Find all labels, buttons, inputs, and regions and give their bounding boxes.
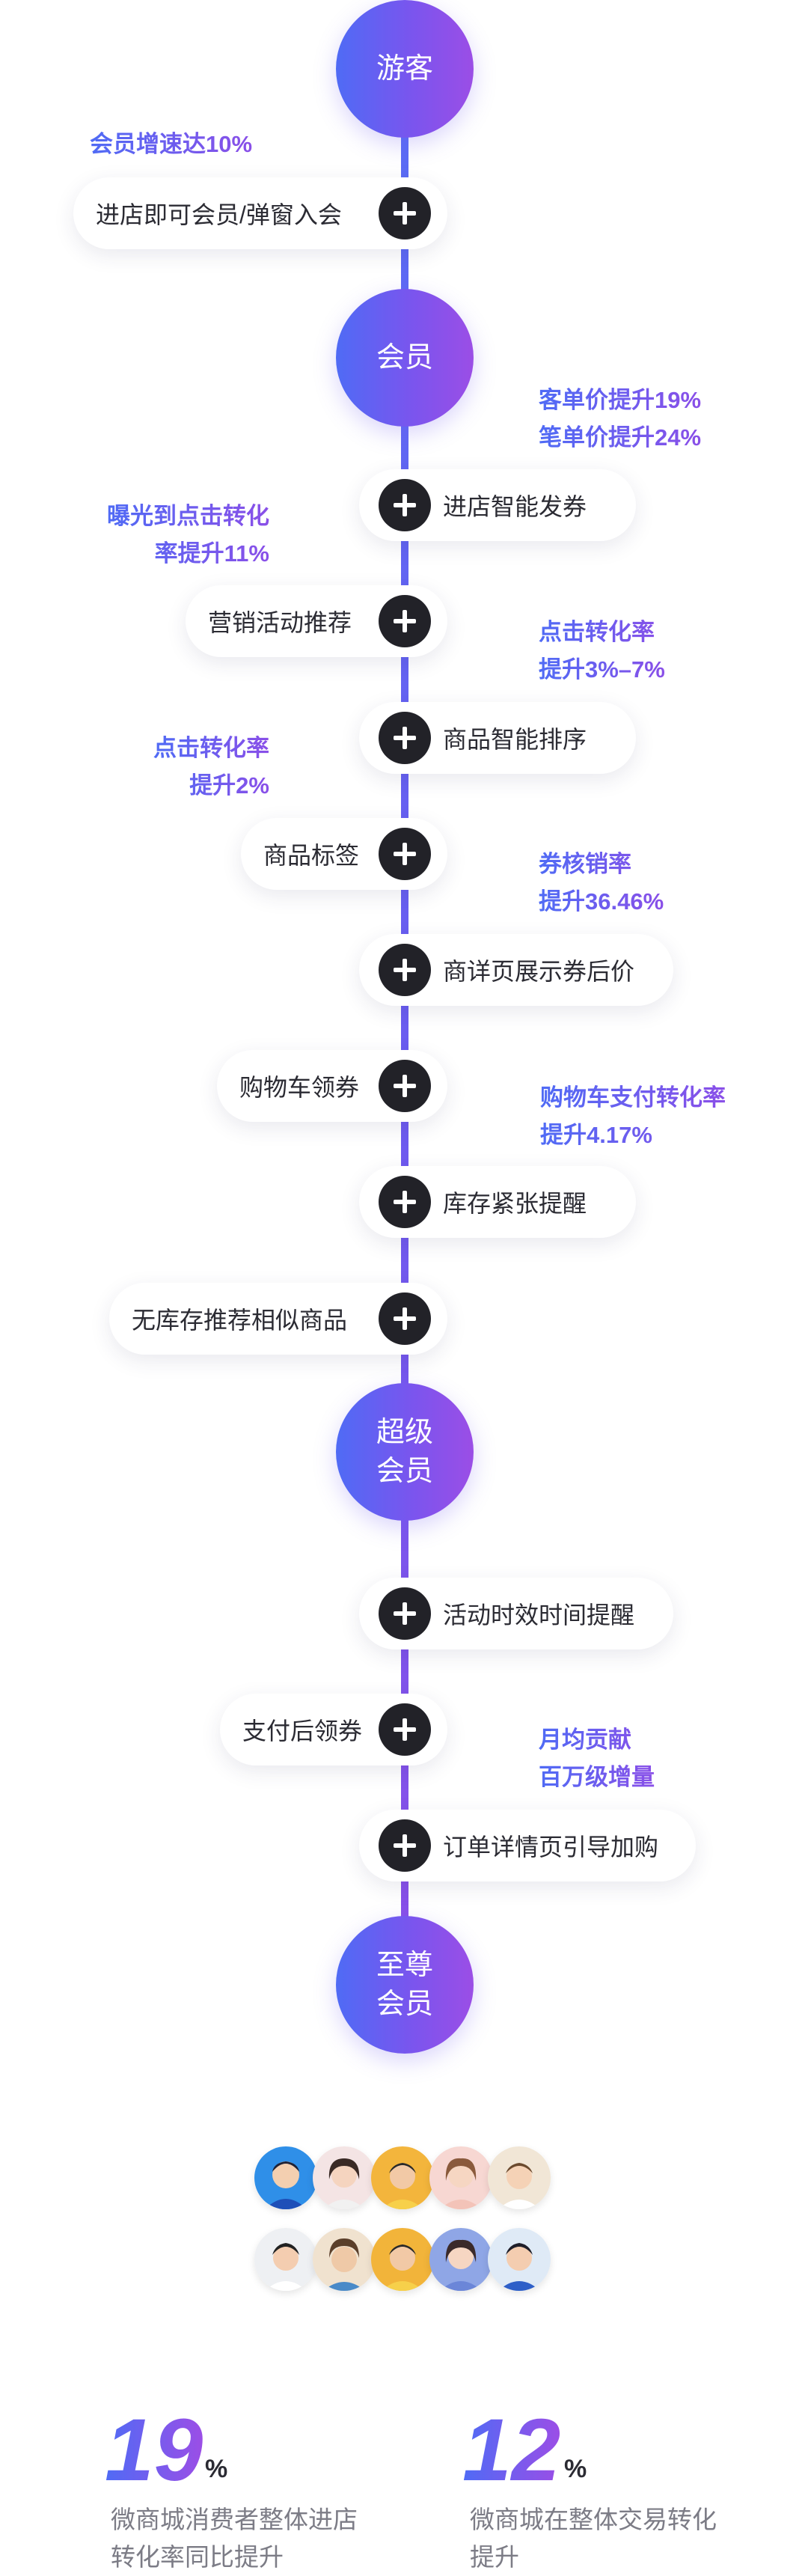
feature-label: 营销活动推荐 [208,609,352,636]
metric-note-cart-conversion: 购物车支付转化率提升4.17% [540,1079,726,1154]
note-line: 曝光到点击转化 [107,503,269,529]
stat-description: 微商城在整体交易转化提升 [470,2506,717,2571]
feature-label: 商详页展示券后价 [443,958,635,985]
stat-description: 微商城消费者整体进店转化率同比提升 [111,2506,358,2571]
note-line: 百万级增量 [539,1764,655,1790]
feature-label: 进店智能发券 [443,493,587,520]
metric-note-coupon-redemption: 券核销率提升36.46% [539,846,664,921]
timeline-spine [401,112,408,1983]
stage-super-member: 超级 会员 [336,1383,474,1521]
avatar [371,2146,434,2209]
plus-icon[interactable] [379,479,431,531]
note-line: 笔单价提升24% [539,424,702,451]
note-line: 月均贡献 [539,1727,631,1753]
avatar [488,2146,551,2209]
stat-value: 12 [462,2401,561,2500]
plus-icon[interactable] [379,1819,431,1872]
metric-note-order-value: 客单价提升19% 笔单价提升24% [539,382,701,457]
note-line: 提升3%–7% [539,656,665,683]
feature-label: 库存紧张提醒 [443,1190,587,1217]
metric-note-exposure-click: 曝光到点击转化率提升11% [107,498,269,573]
stage-member: 会员 [336,289,474,427]
stat-value: 19 [105,2401,203,2500]
feature-label: 商品标签 [263,842,360,869]
avatar [429,2228,492,2291]
avatar [254,2146,317,2209]
plus-icon[interactable] [379,187,431,239]
stat-unit: % [205,2455,228,2483]
plus-icon[interactable] [379,1587,431,1640]
note-line: 提升36.46% [539,888,664,915]
plus-icon[interactable] [379,1060,431,1112]
avatar [429,2146,492,2209]
plus-icon[interactable] [379,1703,431,1756]
avatar [488,2228,551,2291]
plus-icon[interactable] [379,828,431,880]
note-line: 会员增速达10% [90,131,253,157]
avatar [254,2228,317,2291]
note-line: 率提升11% [154,540,269,567]
plus-icon[interactable] [379,595,431,647]
feature-label: 活动时效时间提醒 [443,1602,635,1629]
plus-icon[interactable] [379,1176,431,1228]
avatar [313,2228,376,2291]
note-line: 客单价提升19% [539,387,702,413]
metric-note-click-conversion: 点击转化率提升3%–7% [539,614,665,689]
stage-visitor: 游客 [336,0,474,138]
avatar [313,2146,376,2209]
note-line: 提升4.17% [540,1122,652,1148]
note-line: 购物车支付转化率 [540,1084,726,1111]
plus-icon[interactable] [379,712,431,764]
metric-note-member-growth: 会员增速达10% [90,126,252,163]
note-line: 点击转化率 [539,619,655,645]
feature-label: 无库存推荐相似商品 [132,1307,348,1334]
feature-pill-join[interactable]: 进店即可会员/弹窗入会 [73,177,447,249]
plus-icon[interactable] [379,1292,431,1345]
note-line: 提升2% [189,772,269,799]
plus-icon[interactable] [379,944,431,996]
feature-label: 订单详情页引导加购 [443,1834,659,1861]
avatar [371,2228,434,2291]
feature-label: 商品智能排序 [443,726,587,753]
feature-label: 支付后领券 [242,1718,363,1745]
metric-note-click-conversion-2: 点击转化率提升2% [153,730,269,805]
note-line: 券核销率 [539,851,631,877]
stage-supreme-member: 至尊 会员 [336,1916,474,2054]
metric-note-monthly-contribution: 月均贡献百万级增量 [539,1721,655,1796]
note-line: 点击转化率 [153,735,269,761]
feature-label: 进店即可会员/弹窗入会 [96,201,342,228]
feature-label: 购物车领券 [239,1074,360,1101]
stat-unit: % [564,2455,587,2483]
